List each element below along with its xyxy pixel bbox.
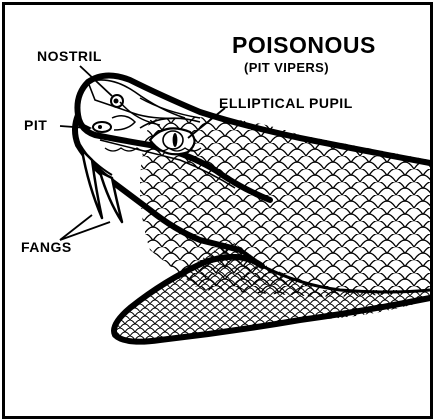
diagram-subtitle: (PIT VIPERS) [244,61,329,74]
label-pit: PIT [24,118,47,132]
nostril-mark [111,95,123,107]
pit-mark [93,116,135,132]
label-fangs: FANGS [21,240,72,254]
diagram-title: POISONOUS [232,34,376,57]
label-elliptical-pupil: ELLIPTICAL PUPIL [219,96,353,110]
elliptical-pupil [173,133,178,147]
label-nostril: NOSTRIL [37,49,102,63]
